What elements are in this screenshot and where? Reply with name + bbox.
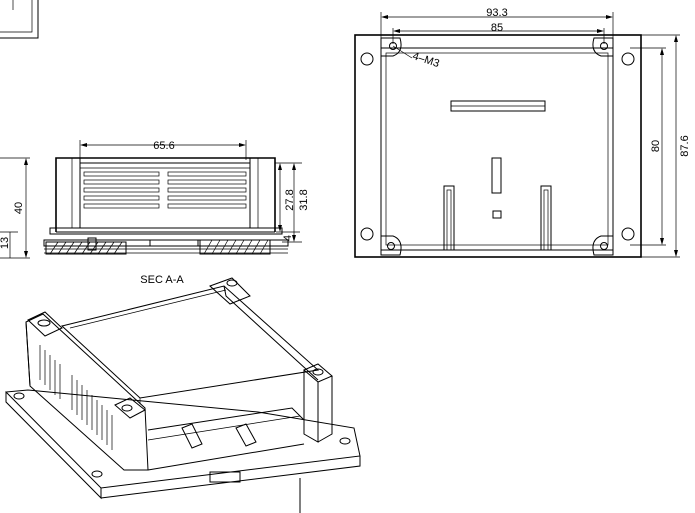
section-caption: SEC A-A [140,274,184,286]
hatched-base [45,239,271,255]
section-view-dimensions: 65.6 27.8 31.8 4 40 13 SEC A-A [0,140,310,286]
section-view [43,157,289,255]
top-view [354,34,642,258]
dim-13: 13 [0,237,11,249]
isometric-view [4,277,361,513]
dim-27-8: 27.8 [284,189,296,210]
iso-vents [39,345,113,450]
dim-93-3: 93.3 [486,7,507,19]
dim-85: 85 [491,22,503,34]
dim-4: 4 [282,235,294,241]
clipped-fragment-top-left [0,0,39,39]
vent-slots [83,171,247,209]
dim-87-6: 87.6 [679,135,691,156]
top-view-dimensions: 93.3 85 4–M3 80 87.6 [380,7,691,258]
dim-31-8: 31.8 [298,189,310,210]
dim-40: 40 [13,202,25,214]
dim-65-6: 65.6 [153,140,174,152]
dim-80: 80 [650,140,662,152]
